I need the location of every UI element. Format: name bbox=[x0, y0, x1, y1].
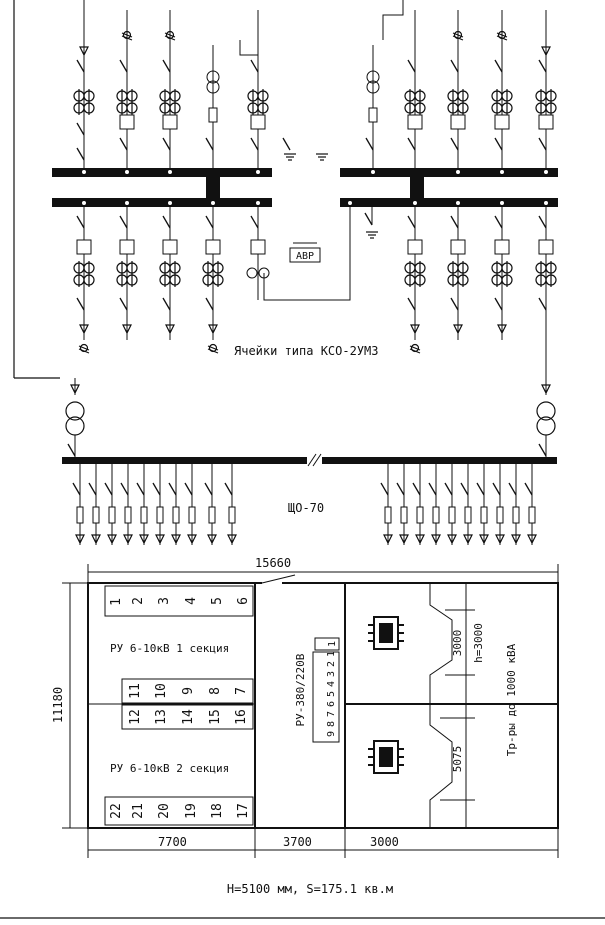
transformers-lv bbox=[62, 378, 557, 467]
cell: 19 bbox=[184, 803, 199, 819]
cell: 6 bbox=[236, 597, 251, 605]
cell: 1 bbox=[326, 651, 337, 657]
cell: 3 bbox=[157, 597, 172, 605]
cell: 5 bbox=[210, 597, 225, 605]
cell: 18 bbox=[210, 803, 225, 819]
busbars-6-10kv bbox=[52, 168, 558, 207]
cell: 15 bbox=[208, 709, 223, 725]
cell: 4 bbox=[184, 597, 199, 605]
cell: 9 bbox=[181, 687, 196, 695]
cell: 1 bbox=[327, 641, 338, 647]
cell: 4 bbox=[326, 681, 337, 687]
dim-3000-side: 3000 bbox=[451, 630, 464, 657]
dim-7700: 7700 bbox=[158, 835, 187, 849]
cell: 16 bbox=[234, 709, 249, 725]
avr-label: АВР bbox=[296, 251, 314, 262]
cell: 2 bbox=[326, 661, 337, 667]
lv-feeders bbox=[72, 464, 537, 545]
lower-feeders bbox=[73, 207, 557, 378]
cell: 11 bbox=[128, 683, 143, 699]
h-note: h=3000 bbox=[472, 623, 485, 663]
cell: 2 bbox=[131, 597, 146, 605]
cells-row1: 1 2 3 4 5 6 bbox=[109, 597, 251, 606]
cells-row3: 12 13 14 15 16 bbox=[128, 709, 249, 725]
lv-cells: 1 9 8 7 6 5 4 3 2 1 bbox=[326, 641, 338, 737]
ru-lv-label: РУ-380/220В bbox=[294, 653, 307, 726]
footer-note: H=5100 мм, S=175.1 кв.м bbox=[227, 882, 393, 896]
cell: 13 bbox=[154, 709, 169, 725]
cell: 5 bbox=[326, 691, 337, 697]
dim-3000-bottom: 3000 bbox=[370, 835, 399, 849]
cell: 14 bbox=[181, 709, 196, 725]
cell: 20 bbox=[157, 803, 172, 819]
cell: 8 bbox=[208, 687, 223, 695]
ru-section-1: РУ 6-10кВ 1 секция bbox=[110, 642, 229, 655]
floor-plan bbox=[62, 564, 559, 858]
ru-section-2: РУ 6-10кВ 2 секция bbox=[110, 762, 229, 775]
width-total-dim: 15660 bbox=[255, 556, 291, 570]
dim-3700: 3700 bbox=[283, 835, 312, 849]
cell: 21 bbox=[131, 803, 146, 819]
cell: 3 bbox=[326, 671, 337, 677]
cell: 7 bbox=[234, 687, 249, 695]
cell: 17 bbox=[236, 803, 251, 819]
upper-feeders bbox=[73, 0, 557, 168]
busbar-dots bbox=[81, 169, 549, 206]
cells-row4: 22 21 20 19 18 17 bbox=[109, 803, 251, 819]
transformers-label: Тр-ры до 1000 кВА bbox=[505, 643, 518, 756]
cell: 22 bbox=[109, 803, 124, 819]
cell: 7 bbox=[326, 711, 337, 717]
dim-5075: 5075 bbox=[451, 746, 464, 773]
lv-panel-label: ЩО-70 bbox=[288, 501, 324, 515]
avr-box bbox=[289, 242, 321, 263]
cell: 6 bbox=[326, 701, 337, 707]
cell: 12 bbox=[128, 709, 143, 725]
cell: 8 bbox=[326, 721, 337, 727]
height-total-dim: 11180 bbox=[51, 687, 65, 723]
cells-type-label: Ячейки типа КСО-2УМ3 bbox=[234, 344, 379, 358]
cell: 1 bbox=[109, 598, 124, 606]
cell: 9 bbox=[326, 731, 337, 737]
cell: 10 bbox=[154, 683, 169, 699]
cells-row2: 11 10 9 8 7 bbox=[128, 683, 249, 699]
